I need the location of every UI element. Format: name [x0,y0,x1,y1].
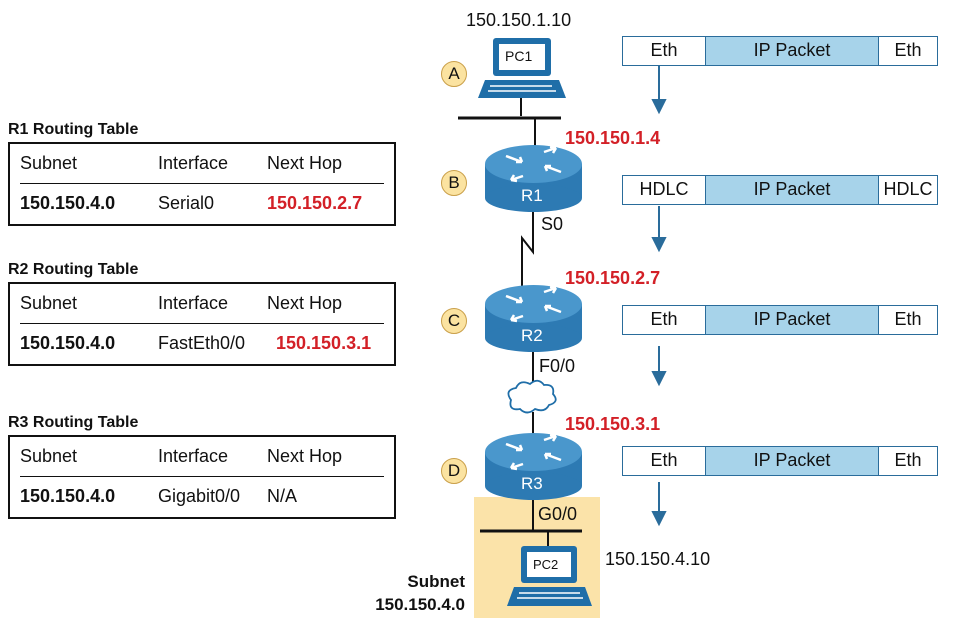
r1-serial-interface: S0 [541,214,564,234]
r3-table-title: R3 Routing Table [8,414,139,431]
table-cell-subnet: 150.150.4.0 [20,486,116,506]
r2-fastethernet-interface: F0/0 [539,356,576,376]
cloud-icon [507,379,557,414]
table-cell-subnet: 150.150.4.0 [20,193,116,213]
router-r2-label: R2 [521,326,543,345]
frame-header: Eth [623,306,706,334]
pc1-label: PC1 [505,48,533,64]
step-a-badge: A [441,61,467,87]
r3-routing-table: Subnet Interface Next Hop 150.150.4.0 Gi… [8,435,396,519]
table-cell-next-hop: 150.150.2.7 [267,193,363,213]
pc1-ip: 150.150.1.10 [466,10,572,30]
frame-c: Eth IP Packet Eth [622,305,938,335]
frame-header: Eth [623,37,706,65]
pc2-ip: 150.150.4.10 [605,549,711,569]
r1-lan-ip: 150.150.1.4 [565,128,661,148]
table-cell-interface: Gigabit0/0 [158,486,241,506]
r2-ip: 150.150.2.7 [565,268,661,288]
frame-ip-packet: IP Packet [706,176,879,204]
router-r2-icon [485,285,582,352]
table-header-next-hop: Next Hop [267,153,343,173]
step-c-badge: C [441,308,467,334]
subnet-label-title: Subnet [407,572,465,591]
pc1-icon [478,38,566,98]
table-header-subnet: Subnet [20,446,78,466]
table-header-interface: Interface [158,446,229,466]
table-header-subnet: Subnet [20,293,78,313]
frame-trailer: Eth [879,306,937,334]
table-cell-subnet: 150.150.4.0 [20,333,116,353]
frame-d: Eth IP Packet Eth [622,446,938,476]
frame-b: HDLC IP Packet HDLC [622,175,938,205]
frame-a: Eth IP Packet Eth [622,36,938,66]
table-header-interface: Interface [158,153,229,173]
step-d-badge: D [441,458,467,484]
r2-routing-table: Subnet Interface Next Hop 150.150.4.0 Fa… [8,282,396,366]
table-cell-interface: Serial0 [158,193,215,213]
frame-trailer: HDLC [879,176,937,204]
pc2-label: PC2 [533,557,559,572]
router-r3-label: R3 [521,474,543,493]
router-r3-icon [485,433,582,500]
table-cell-next-hop: 150.150.3.1 [276,333,372,353]
table-cell-next-hop: N/A [267,486,298,506]
frame-trailer: Eth [879,447,937,475]
step-b-badge: B [441,170,467,196]
subnet-label-address: 150.150.4.0 [375,595,465,614]
frame-ip-packet: IP Packet [706,37,879,65]
frame-ip-packet: IP Packet [706,447,879,475]
frame-header: Eth [623,447,706,475]
r3-gigabit-interface: G0/0 [538,504,578,524]
router-r1-icon [485,145,582,212]
pc2-icon [507,546,592,606]
table-cell-interface: FastEth0/0 [158,333,246,353]
table-header-next-hop: Next Hop [267,446,343,466]
table-header-next-hop: Next Hop [267,293,343,313]
r1-table-title: R1 Routing Table [8,121,139,138]
r2-table-title: R2 Routing Table [8,261,139,278]
frame-trailer: Eth [879,37,937,65]
table-header-subnet: Subnet [20,153,78,173]
table-divider [20,476,384,477]
table-divider [20,183,384,184]
r3-ip: 150.150.3.1 [565,414,661,434]
r1-routing-table: Subnet Interface Next Hop 150.150.4.0 Se… [8,142,396,226]
frame-ip-packet: IP Packet [706,306,879,334]
table-divider [20,323,384,324]
frame-header: HDLC [623,176,706,204]
flow-arrows [651,66,667,527]
router-r1-label: R1 [521,186,543,205]
table-header-interface: Interface [158,293,229,313]
